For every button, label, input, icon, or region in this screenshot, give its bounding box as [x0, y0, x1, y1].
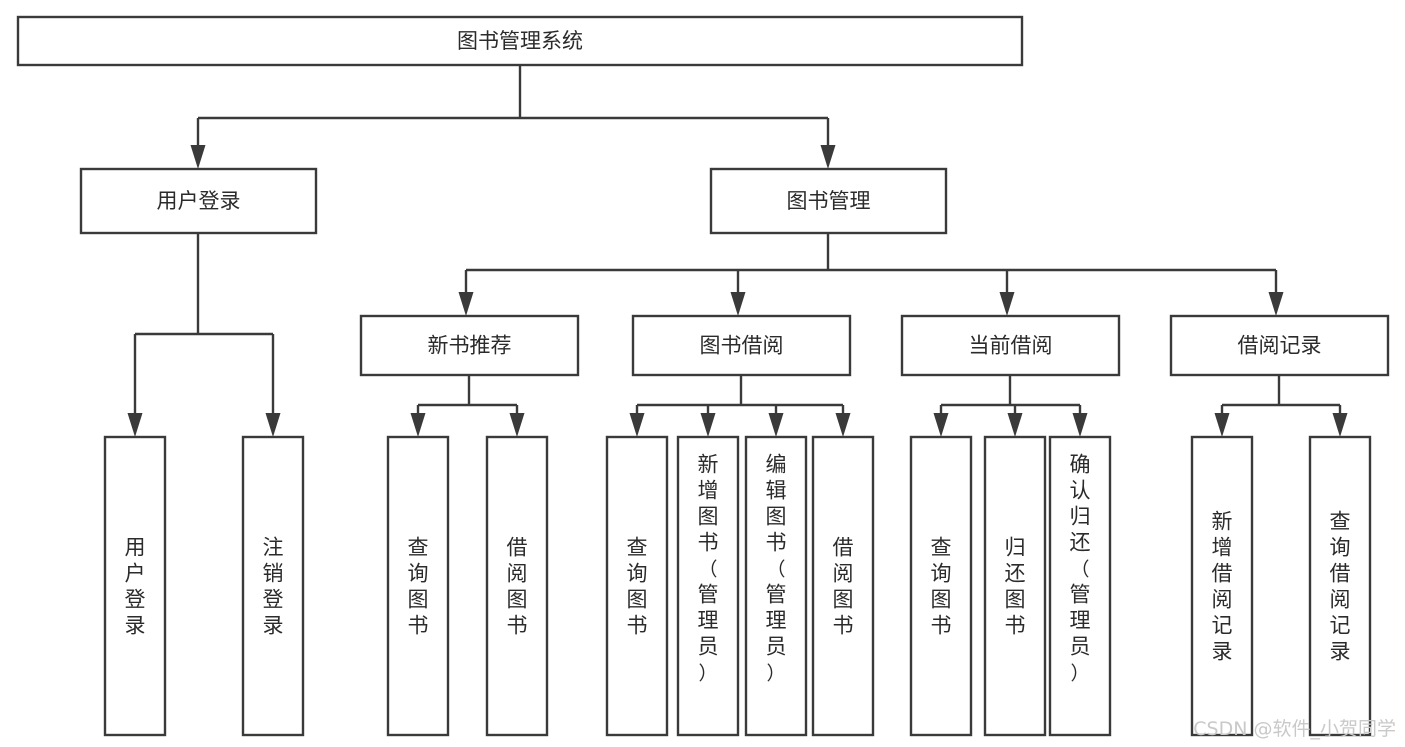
- node-box: [631, 314, 852, 377]
- node-box: [605, 435, 669, 737]
- edge-user-login-to-leaves: [127, 233, 281, 437]
- node-label: 查询图书: [931, 535, 952, 637]
- node-box: [744, 435, 808, 737]
- node-box: [103, 435, 167, 737]
- node-leaf-borrow-book-2[interactable]: 借阅图书: [811, 435, 875, 737]
- node-label: 新增借阅记录: [1212, 509, 1233, 663]
- node-book-borrow[interactable]: 图书借阅: [631, 314, 852, 377]
- node-box: [1169, 314, 1390, 377]
- node-label: 查询图书: [408, 535, 429, 637]
- node-label: 用户登录: [125, 535, 146, 637]
- node-label: 新书推荐: [428, 334, 512, 358]
- node-root[interactable]: 图书管理系统: [16, 15, 1024, 67]
- node-leaf-add-book-admin[interactable]: 新增图书（管理员）: [676, 435, 740, 737]
- node-current-borrow[interactable]: 当前借阅: [900, 314, 1121, 377]
- node-label: 图书借阅: [700, 334, 784, 358]
- node-label: 借阅图书: [833, 535, 854, 637]
- node-box: [241, 435, 305, 737]
- edge-current-borrow-to-leaves: [933, 375, 1088, 437]
- edge-borrow-record-to-leaves: [1214, 375, 1348, 437]
- node-leaf-add-borrow-record[interactable]: 新增借阅记录: [1190, 435, 1254, 737]
- node-box: [900, 314, 1121, 377]
- edge-book-management-to-submodules: [458, 233, 1284, 316]
- node-label: 用户登录: [157, 189, 241, 213]
- node-box: [79, 167, 318, 235]
- node-box: [1048, 435, 1112, 737]
- node-leaf-return-book[interactable]: 归还图书: [983, 435, 1047, 737]
- node-leaf-user-login[interactable]: 用户登录: [103, 435, 167, 737]
- watermark-label: CSDN @软件_小贺同学: [1193, 718, 1396, 740]
- connectors-layer: [127, 65, 1348, 437]
- node-leaf-query-book-3[interactable]: 查询图书: [909, 435, 973, 737]
- node-label: 借阅记录: [1238, 334, 1322, 358]
- node-book-management[interactable]: 图书管理: [709, 167, 948, 235]
- node-label: 图书管理系统: [457, 29, 583, 53]
- node-label: 查询图书: [627, 535, 648, 637]
- node-box: [909, 435, 973, 737]
- node-leaf-edit-book-admin[interactable]: 编辑图书（管理员）: [744, 435, 808, 737]
- node-box: [709, 167, 948, 235]
- edge-book-borrow-to-leaves: [629, 375, 851, 437]
- node-box: [811, 435, 875, 737]
- node-label: 新增图书（管理员）: [698, 452, 719, 684]
- nodes-layer: 图书管理系统用户登录图书管理新书推荐图书借阅当前借阅借阅记录用户登录注销登录查询…: [16, 15, 1390, 737]
- node-label: 注销登录: [263, 535, 284, 637]
- node-box: [485, 435, 549, 737]
- node-box: [386, 435, 450, 737]
- node-label: 当前借阅: [969, 334, 1053, 358]
- node-leaf-borrow-book-1[interactable]: 借阅图书: [485, 435, 549, 737]
- node-label: 查询借阅记录: [1330, 509, 1351, 663]
- node-box: [1190, 435, 1254, 737]
- node-borrow-record[interactable]: 借阅记录: [1169, 314, 1390, 377]
- node-box: [983, 435, 1047, 737]
- node-label: 编辑图书（管理员）: [766, 452, 787, 684]
- node-leaf-query-book-2[interactable]: 查询图书: [605, 435, 669, 737]
- node-box: [359, 314, 580, 377]
- node-user-login[interactable]: 用户登录: [79, 167, 318, 235]
- node-leaf-query-borrow-record[interactable]: 查询借阅记录: [1308, 435, 1372, 737]
- node-box: [16, 15, 1024, 67]
- node-label: 归还图书: [1005, 535, 1026, 637]
- node-leaf-confirm-return-admin[interactable]: 确认归还（管理员）: [1048, 435, 1112, 737]
- node-leaf-logout[interactable]: 注销登录: [241, 435, 305, 737]
- node-label: 确认归还（管理员）: [1070, 452, 1091, 684]
- edge-new-book-recommend-to-leaves: [410, 375, 525, 437]
- edge-root-to-modules: [190, 65, 836, 169]
- node-new-book-recommend[interactable]: 新书推荐: [359, 314, 580, 377]
- node-leaf-query-book-1[interactable]: 查询图书: [386, 435, 450, 737]
- node-box: [676, 435, 740, 737]
- node-label: 借阅图书: [507, 535, 528, 637]
- node-label: 图书管理: [787, 189, 871, 213]
- node-box: [1308, 435, 1372, 737]
